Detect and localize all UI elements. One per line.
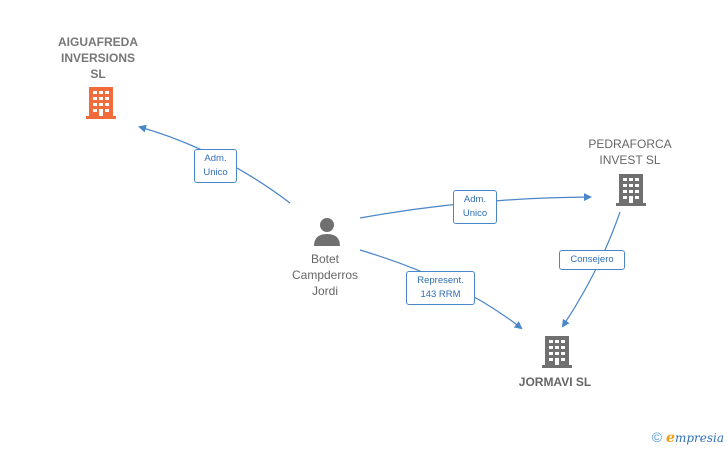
company-label-jormavi[interactable]: JORMAVI SL	[518, 375, 592, 389]
building-icon[interactable]	[85, 85, 117, 124]
edge-label-adm-unico[interactable]: Adm. Unico	[194, 149, 237, 183]
edge-label-consejero[interactable]: Consejero	[559, 250, 625, 270]
company-label-aiguafreda[interactable]: AIGUAFREDA INVERSIONS SL	[58, 35, 138, 81]
copyright-icon: ©	[651, 429, 663, 445]
person-icon[interactable]	[312, 216, 342, 251]
building-icon[interactable]	[541, 334, 573, 373]
person-label[interactable]: Botet Campderros Jordi	[291, 252, 359, 298]
company-label-pedraforca[interactable]: PEDRAFORCA INVEST SL	[588, 137, 672, 167]
building-icon[interactable]	[615, 172, 647, 211]
brand-footer: ©empresia	[652, 429, 724, 446]
brand-logo-e: e	[666, 430, 675, 446]
brand-logo-text: mpresia	[674, 431, 724, 445]
edge-label-represent[interactable]: Represent. 143 RRM	[406, 271, 475, 305]
edge-label-adm-unico[interactable]: Adm. Unico	[453, 190, 497, 224]
